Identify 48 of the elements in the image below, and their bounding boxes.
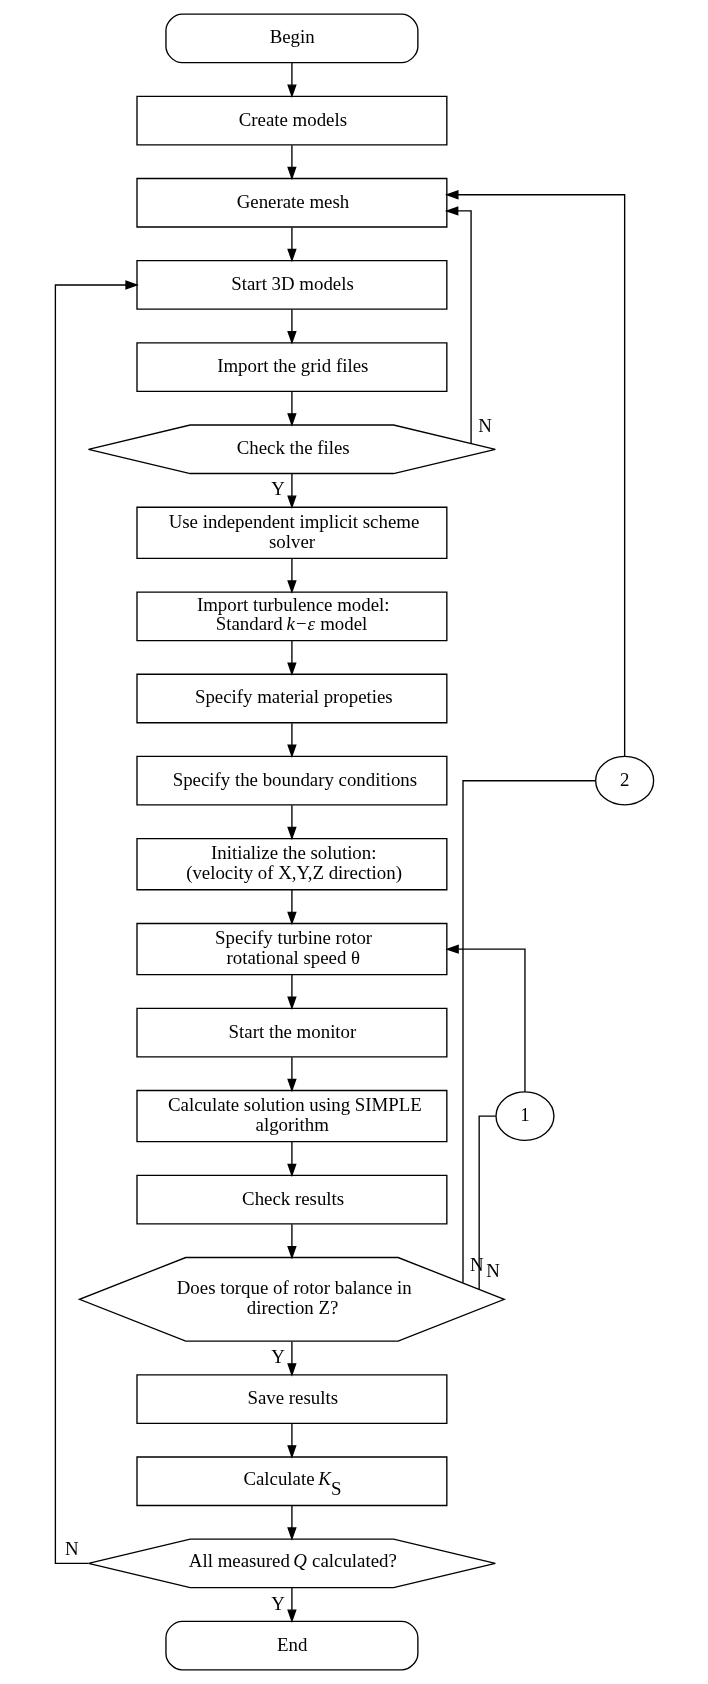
arrow	[286, 722, 297, 759]
node-box: Start 3D models	[135, 260, 447, 310]
arrow	[286, 1223, 297, 1260]
edge-label: Y	[270, 1346, 285, 1368]
arrow	[286, 1505, 297, 1541]
edge-label: N	[485, 1260, 500, 1282]
node-box: Import turbulence model: Standard k−ε model	[135, 591, 447, 642]
node-ellipse: 1	[494, 1091, 555, 1142]
arrow	[286, 473, 297, 509]
arrow	[286, 391, 297, 427]
node-box: Create models	[135, 95, 447, 146]
node-box: Specify turbine rotor rotational speed θ	[135, 922, 447, 976]
arrow	[286, 558, 297, 594]
edge-label: Y	[270, 478, 285, 500]
arrow	[286, 1340, 297, 1377]
node-box: Use independent implicit scheme solver	[135, 506, 447, 560]
arrow	[286, 1423, 297, 1459]
arrow	[444, 944, 526, 1093]
connector	[461, 780, 596, 1284]
node-box: Calculate solution using SIMPLE algorithm	[135, 1089, 447, 1143]
node-ellipse: 2	[594, 755, 654, 806]
arrow	[54, 280, 139, 1565]
arrow	[286, 1056, 297, 1093]
node-box: Specify the boundary conditions	[135, 755, 447, 806]
arrow	[286, 144, 297, 181]
node-box: Initialize the solution: (velocity of X,Y,Z direction)	[135, 837, 447, 891]
node-box: Import the grid files	[135, 342, 447, 393]
edge-label: N	[64, 1537, 79, 1559]
arrow	[286, 62, 297, 98]
connector	[478, 1115, 496, 1290]
node-box: End	[164, 1620, 419, 1671]
arrow	[286, 226, 297, 263]
arrow	[286, 640, 297, 676]
arrow	[444, 206, 472, 445]
node-box: Begin	[164, 13, 419, 64]
arrow	[286, 308, 297, 345]
arrow	[444, 190, 625, 757]
arrow	[286, 974, 297, 1011]
node-box: Generate mesh	[135, 177, 447, 228]
node-box: Save results	[135, 1374, 447, 1424]
arrow	[286, 889, 297, 926]
arrow	[286, 804, 297, 841]
node-box: Check results	[135, 1174, 447, 1225]
node-box: Start the monitor	[135, 1007, 447, 1058]
arrow	[286, 1141, 297, 1178]
edge-label: Y	[270, 1592, 285, 1614]
node-box: Specify material propeties	[135, 673, 447, 724]
arrow	[286, 1587, 297, 1623]
